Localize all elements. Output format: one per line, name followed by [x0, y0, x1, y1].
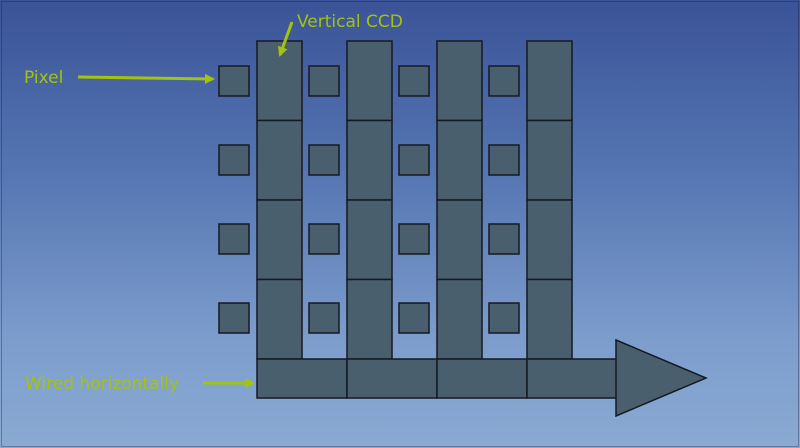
- pixel-cell-r2-c4: [488, 144, 520, 176]
- vertical-ccd-c3-s2: [436, 119, 483, 201]
- pixel-cell-r2-c1: [218, 144, 250, 176]
- output-arrow-head: [615, 338, 708, 418]
- vertical-ccd-c4-s3: [526, 199, 573, 281]
- pixel-label: Pixel: [24, 68, 63, 88]
- vertical-ccd-c1-s4: [256, 278, 303, 360]
- vertical-ccd-c2-s1: [346, 40, 393, 122]
- vertical-ccd-c3-s3: [436, 199, 483, 281]
- pixel-cell-r3-c2: [308, 223, 340, 255]
- pixel-cell-r3-c1: [218, 223, 250, 255]
- vertical-ccd-columns: [256, 40, 573, 360]
- vertical-ccd-c3-s1: [436, 40, 483, 122]
- pixel-cell-r4-c1: [218, 302, 250, 334]
- pixel-cell-r4-c4: [488, 302, 520, 334]
- pixel-cell-r4-c3: [398, 302, 430, 334]
- pixel-cell-r2-c3: [398, 144, 430, 176]
- vertical-ccd-c2-s2: [346, 119, 393, 201]
- vertical-ccd-c2-s3: [346, 199, 393, 281]
- pixel-grid: [218, 65, 520, 334]
- horizontal-register: [256, 358, 618, 399]
- pixel-cell-r2-c2: [308, 144, 340, 176]
- horizontal-label: Wired horizontally: [25, 374, 179, 394]
- vertical-ccd-c4-s1: [526, 40, 573, 122]
- horizontal-register-s4: [526, 358, 618, 399]
- pixel-cell-r3-c4: [488, 223, 520, 255]
- pixel-cell-r4-c2: [308, 302, 340, 334]
- pixel-cell-r1-c2: [308, 65, 340, 97]
- pixel-cell-r1-c4: [488, 65, 520, 97]
- horizontal-register-s2: [346, 358, 438, 399]
- vertical-ccd-c1-s2: [256, 119, 303, 201]
- vertical-ccd-c3-s4: [436, 278, 483, 360]
- pixel-cell-r1-c1: [218, 65, 250, 97]
- vertical-ccd-c4-s2: [526, 119, 573, 201]
- vertical-ccd-pointer-arrow: [278, 21, 294, 57]
- pixel-cell-r3-c3: [398, 223, 430, 255]
- horizontal-register-s3: [436, 358, 528, 399]
- pixel-cell-r1-c3: [398, 65, 430, 97]
- vertical-ccd-label: Vertical CCD: [297, 12, 403, 32]
- pixel-pointer-arrow: [77, 73, 215, 84]
- horizontal-register-s1: [256, 358, 348, 399]
- vertical-ccd-c4-s4: [526, 278, 573, 360]
- vertical-ccd-c2-s4: [346, 278, 393, 360]
- vertical-ccd-c1-s3: [256, 199, 303, 281]
